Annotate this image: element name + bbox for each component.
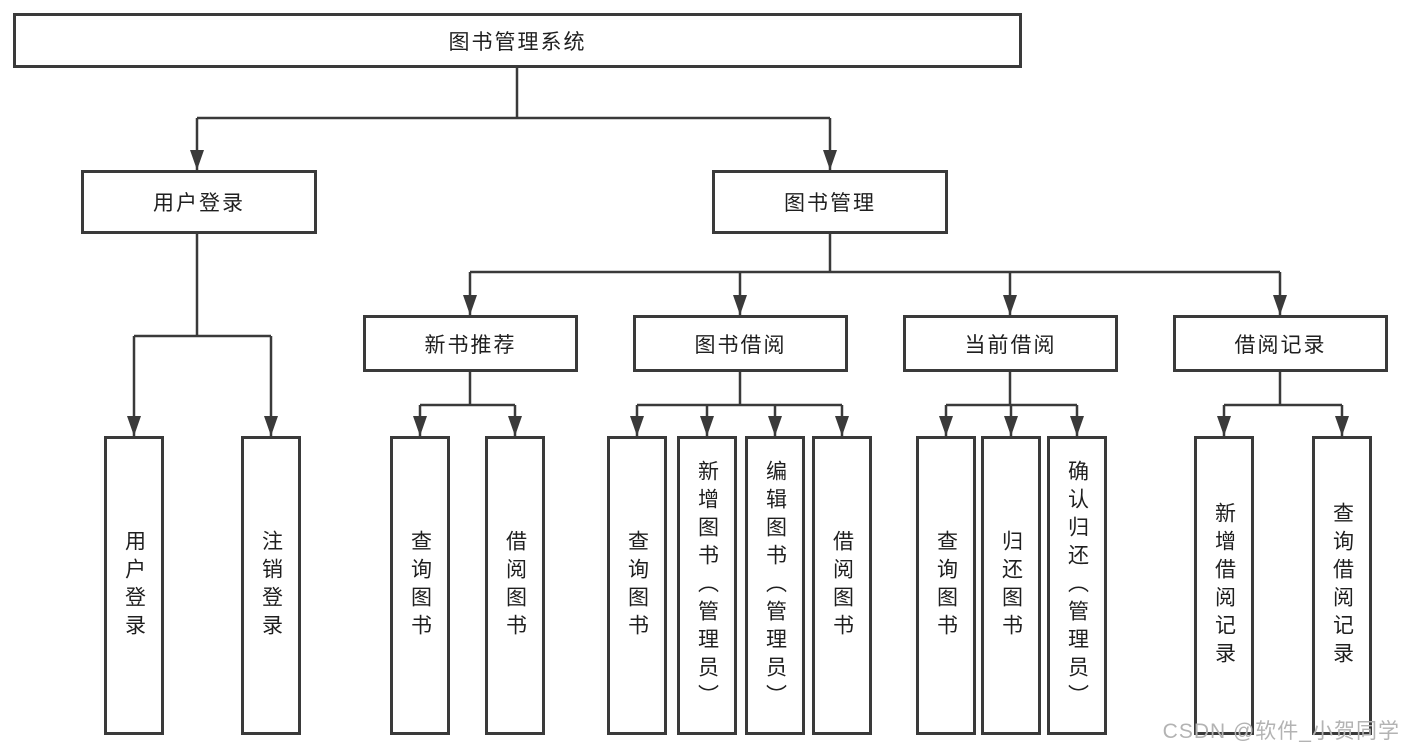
node-current-borrowing-label: 当前借阅 <box>964 333 1057 357</box>
node-user-login-label: 用户登录 <box>153 192 245 215</box>
leaf-add-borrow-record-label: 新增借阅记录 <box>1212 501 1236 670</box>
leaf-borrow-books-recommend: 借阅图书 <box>485 436 545 735</box>
node-new-book-recommend: 新书推荐 <box>363 315 578 372</box>
node-book-borrowing: 图书借阅 <box>633 315 848 372</box>
node-current-borrowing: 当前借阅 <box>903 315 1118 372</box>
node-library-system-label: 图书管理系统 <box>448 30 587 54</box>
leaf-query-books-current-label: 查询图书 <box>934 529 958 642</box>
leaf-confirm-return-admin: 确认归还（管理员） <box>1047 436 1107 735</box>
leaf-query-books-current: 查询图书 <box>916 436 976 735</box>
leaf-return-book: 归还图书 <box>981 436 1041 735</box>
node-new-book-recommend-label: 新书推荐 <box>424 333 517 357</box>
csdn-watermark: CSDN @软件_小贺同学 <box>1162 720 1400 743</box>
leaf-query-books-recommend-label: 查询图书 <box>408 529 432 642</box>
leaf-borrow-books-borrowing: 借阅图书 <box>812 436 872 735</box>
node-borrowing-records-label: 借阅记录 <box>1234 333 1327 357</box>
leaf-add-book-admin-label: 新增图书（管理员） <box>695 459 719 712</box>
leaf-edit-book-admin: 编辑图书（管理员） <box>745 436 805 735</box>
node-borrowing-records: 借阅记录 <box>1173 315 1388 372</box>
leaf-user-login: 用户登录 <box>104 436 164 735</box>
node-book-borrowing-label: 图书借阅 <box>694 333 787 357</box>
node-user-login: 用户登录 <box>81 170 317 234</box>
leaf-add-borrow-record: 新增借阅记录 <box>1194 436 1254 735</box>
leaf-return-book-label: 归还图书 <box>999 529 1023 642</box>
leaf-query-borrow-record-label: 查询借阅记录 <box>1330 501 1354 670</box>
node-library-system: 图书管理系统 <box>13 13 1022 68</box>
leaf-query-borrow-record: 查询借阅记录 <box>1312 436 1372 735</box>
leaf-add-book-admin: 新增图书（管理员） <box>677 436 737 735</box>
leaf-user-login-label: 用户登录 <box>122 529 146 642</box>
node-book-management-label: 图书管理 <box>784 192 876 215</box>
leaf-query-books-recommend: 查询图书 <box>390 436 450 735</box>
leaf-edit-book-admin-label: 编辑图书（管理员） <box>763 459 787 712</box>
node-book-management: 图书管理 <box>712 170 948 234</box>
leaf-logout: 注销登录 <box>241 436 301 735</box>
leaf-borrow-books-borrowing-label: 借阅图书 <box>830 529 854 642</box>
leaf-query-books-borrowing-label: 查询图书 <box>625 529 649 642</box>
leaf-logout-label: 注销登录 <box>259 529 283 642</box>
leaf-query-books-borrowing: 查询图书 <box>607 436 667 735</box>
leaf-borrow-books-recommend-label: 借阅图书 <box>503 529 527 642</box>
leaf-confirm-return-admin-label: 确认归还（管理员） <box>1065 459 1089 712</box>
